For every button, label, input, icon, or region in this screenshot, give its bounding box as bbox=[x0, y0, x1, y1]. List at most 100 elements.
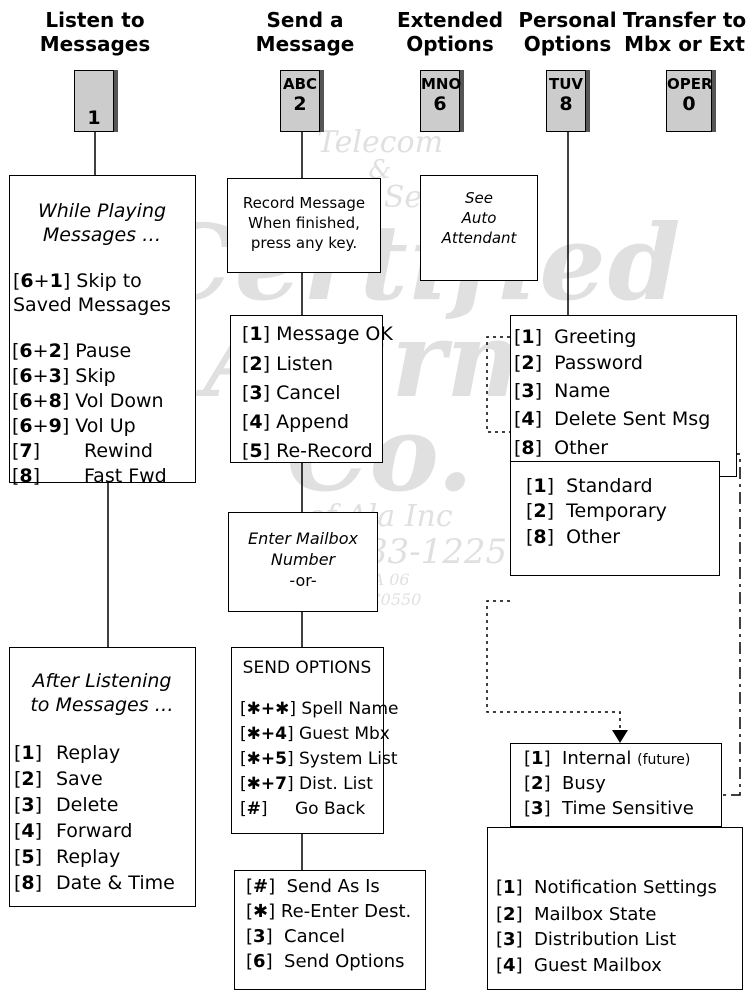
item-label: Cancel bbox=[284, 926, 346, 947]
key-label: ✱+4 bbox=[246, 724, 287, 744]
menu-item-time-sensitive[interactable]: [3] Time Sensitive bbox=[524, 798, 694, 819]
header-listen-l2: Messages bbox=[39, 32, 151, 56]
menu-item-greeting[interactable]: [1] Greeting bbox=[514, 326, 637, 348]
menu-item-send-options[interactable]: [6] Send Options bbox=[246, 951, 405, 972]
menu-item-listen[interactable]: [2] Listen bbox=[242, 353, 334, 375]
key-label: 2 bbox=[249, 353, 263, 375]
item-label: Delete Sent Msg bbox=[554, 408, 711, 430]
item-label: Send Options bbox=[284, 951, 405, 972]
menu-item-standard[interactable]: [1] Standard bbox=[526, 475, 653, 497]
menu-item-forward[interactable]: [4]Forward bbox=[14, 820, 133, 842]
key-8-digit: 8 bbox=[559, 93, 573, 115]
key-label: ✱+7 bbox=[246, 774, 287, 794]
key-2-digit: 2 bbox=[293, 93, 307, 115]
key-1[interactable]: 1 bbox=[74, 70, 114, 132]
menu-item-skip-saved[interactable]: [6+1] Skip to bbox=[13, 270, 142, 292]
menu-item-delete-sent[interactable]: [4] Delete Sent Msg bbox=[514, 408, 711, 430]
item-label: Mailbox State bbox=[534, 904, 657, 925]
menu-item-busy[interactable]: [2] Busy bbox=[524, 773, 606, 794]
key-2[interactable]: ABC 2 bbox=[280, 70, 320, 132]
menu-item-re-enter-dest[interactable]: [✱] Re-Enter Dest. bbox=[246, 901, 412, 922]
key-label: 6 bbox=[19, 340, 33, 362]
item-label: Append bbox=[276, 411, 350, 433]
item-label: Notification Settings bbox=[534, 877, 717, 898]
menu-item-cancel[interactable]: [3] Cancel bbox=[242, 382, 341, 404]
menu-item-append[interactable]: [4] Append bbox=[242, 411, 350, 433]
menu-item-fast-fwd[interactable]: [8]Fast Fwd bbox=[12, 465, 167, 487]
menu-item-notification-settings[interactable]: [1] Notification Settings bbox=[496, 877, 717, 898]
item-label: Date & Time bbox=[56, 872, 175, 894]
menu-item-save[interactable]: [2]Save bbox=[14, 768, 103, 790]
key-label: 6 bbox=[253, 951, 266, 972]
enter-mailbox-l2: Number bbox=[270, 550, 336, 569]
key-label: 2 bbox=[21, 768, 35, 790]
menu-item-internal[interactable]: [1] Internal (future) bbox=[524, 748, 691, 769]
item-label: Skip to bbox=[76, 270, 142, 292]
while-playing-title2: Messages … bbox=[42, 224, 162, 246]
item-label: Spell Name bbox=[301, 699, 399, 719]
item-label: System List bbox=[299, 749, 398, 769]
item-label: Temporary bbox=[566, 500, 667, 522]
key-label: 1 bbox=[503, 877, 516, 898]
menu-item-other[interactable]: [8] Other bbox=[514, 437, 609, 459]
see-auto-attendant-box: See Auto Attendant bbox=[420, 175, 538, 281]
menu-item-delete[interactable]: [3]Delete bbox=[14, 794, 119, 816]
key-label: 1 bbox=[521, 326, 535, 348]
see-auto-l1: See bbox=[465, 189, 493, 207]
menu-item-spell-name[interactable]: [✱+✱] Spell Name bbox=[240, 699, 399, 719]
send-options-menu: SEND OPTIONS bbox=[231, 647, 384, 834]
header-send-l2: Message bbox=[255, 32, 355, 56]
menu-item-temporary[interactable]: [2] Temporary bbox=[526, 500, 667, 522]
record-l1: Record Message bbox=[242, 194, 366, 212]
header-transfer-l1: Transfer to bbox=[622, 8, 747, 32]
menu-item-send-as-is[interactable]: [#] Send As Is bbox=[246, 876, 380, 897]
enter-mailbox-l3: -or- bbox=[289, 571, 317, 590]
menu-item-replay[interactable]: [1]Replay bbox=[14, 742, 121, 764]
key-8[interactable]: TUV 8 bbox=[546, 70, 586, 132]
menu-item-re-record[interactable]: [5] Re-Record bbox=[242, 440, 373, 462]
key-label: 8 bbox=[521, 437, 535, 459]
menu-item-mailbox-state[interactable]: [2] Mailbox State bbox=[496, 904, 657, 925]
item-note: (future) bbox=[637, 752, 691, 768]
menu-item-go-back[interactable]: [#]Go Back bbox=[240, 799, 366, 819]
menu-item-vol-up[interactable]: [6+9] Vol Up bbox=[12, 415, 136, 437]
other-greeting-menu bbox=[510, 743, 722, 827]
menu-item-password[interactable]: [2] Password bbox=[514, 352, 643, 374]
menu-item-greeting-other[interactable]: [8] Other bbox=[526, 526, 621, 548]
key-6[interactable]: MNO 6 bbox=[420, 70, 461, 132]
key-label: 8 bbox=[533, 526, 547, 548]
menu-item-guest-mailbox[interactable]: [4] Guest Mailbox bbox=[496, 955, 662, 976]
header-personal: Personal Options bbox=[515, 8, 620, 56]
item-label: Message OK bbox=[276, 323, 393, 345]
key-label: 4 bbox=[249, 411, 263, 433]
key-label: 8 bbox=[48, 390, 62, 412]
menu-item-message-ok[interactable]: [1] Message OK bbox=[242, 323, 393, 345]
key-label: ✱ bbox=[253, 901, 269, 922]
enter-mailbox-l1: Enter Mailbox bbox=[248, 529, 358, 548]
item-label: Delete bbox=[56, 794, 119, 816]
menu-item-vol-down[interactable]: [6+8] Vol Down bbox=[12, 390, 164, 412]
key-label: ✱+5 bbox=[246, 749, 287, 769]
menu-item-rewind[interactable]: [7]Rewind bbox=[12, 440, 153, 462]
key-label: 2 bbox=[521, 352, 535, 374]
menu-item-name[interactable]: [3] Name bbox=[514, 380, 611, 402]
menu-item-guest-mbx[interactable]: [✱+4] Guest Mbx bbox=[240, 724, 390, 744]
menu-item-distribution-list[interactable]: [3] Distribution List bbox=[496, 929, 677, 950]
key-label: 2 bbox=[503, 904, 516, 925]
item-label: Name bbox=[554, 380, 611, 402]
menu-item-pause[interactable]: [6+2] Pause bbox=[12, 340, 132, 362]
key-label: 1 bbox=[531, 748, 544, 769]
menu-item-system-list[interactable]: [✱+5] System List bbox=[240, 749, 398, 769]
key-label: 1 bbox=[533, 475, 547, 497]
menu-item-replay-2[interactable]: [5]Replay bbox=[14, 846, 121, 868]
menu-item-date-time[interactable]: [8]Date & Time bbox=[14, 872, 175, 894]
item-label: Other bbox=[566, 526, 621, 548]
key-0[interactable]: OPER 0 bbox=[666, 70, 713, 132]
item-label: Re-Enter Dest. bbox=[280, 901, 412, 922]
item-label: Time Sensitive bbox=[562, 798, 694, 819]
menu-item-dist-list[interactable]: [✱+7] Dist. List bbox=[240, 774, 373, 794]
header-extended-l2: Options bbox=[406, 32, 494, 56]
key-0-letters: OPER bbox=[667, 75, 713, 93]
menu-item-cancel-send[interactable]: [3] Cancel bbox=[246, 926, 346, 947]
menu-item-skip[interactable]: [6+3] Skip bbox=[12, 365, 116, 387]
